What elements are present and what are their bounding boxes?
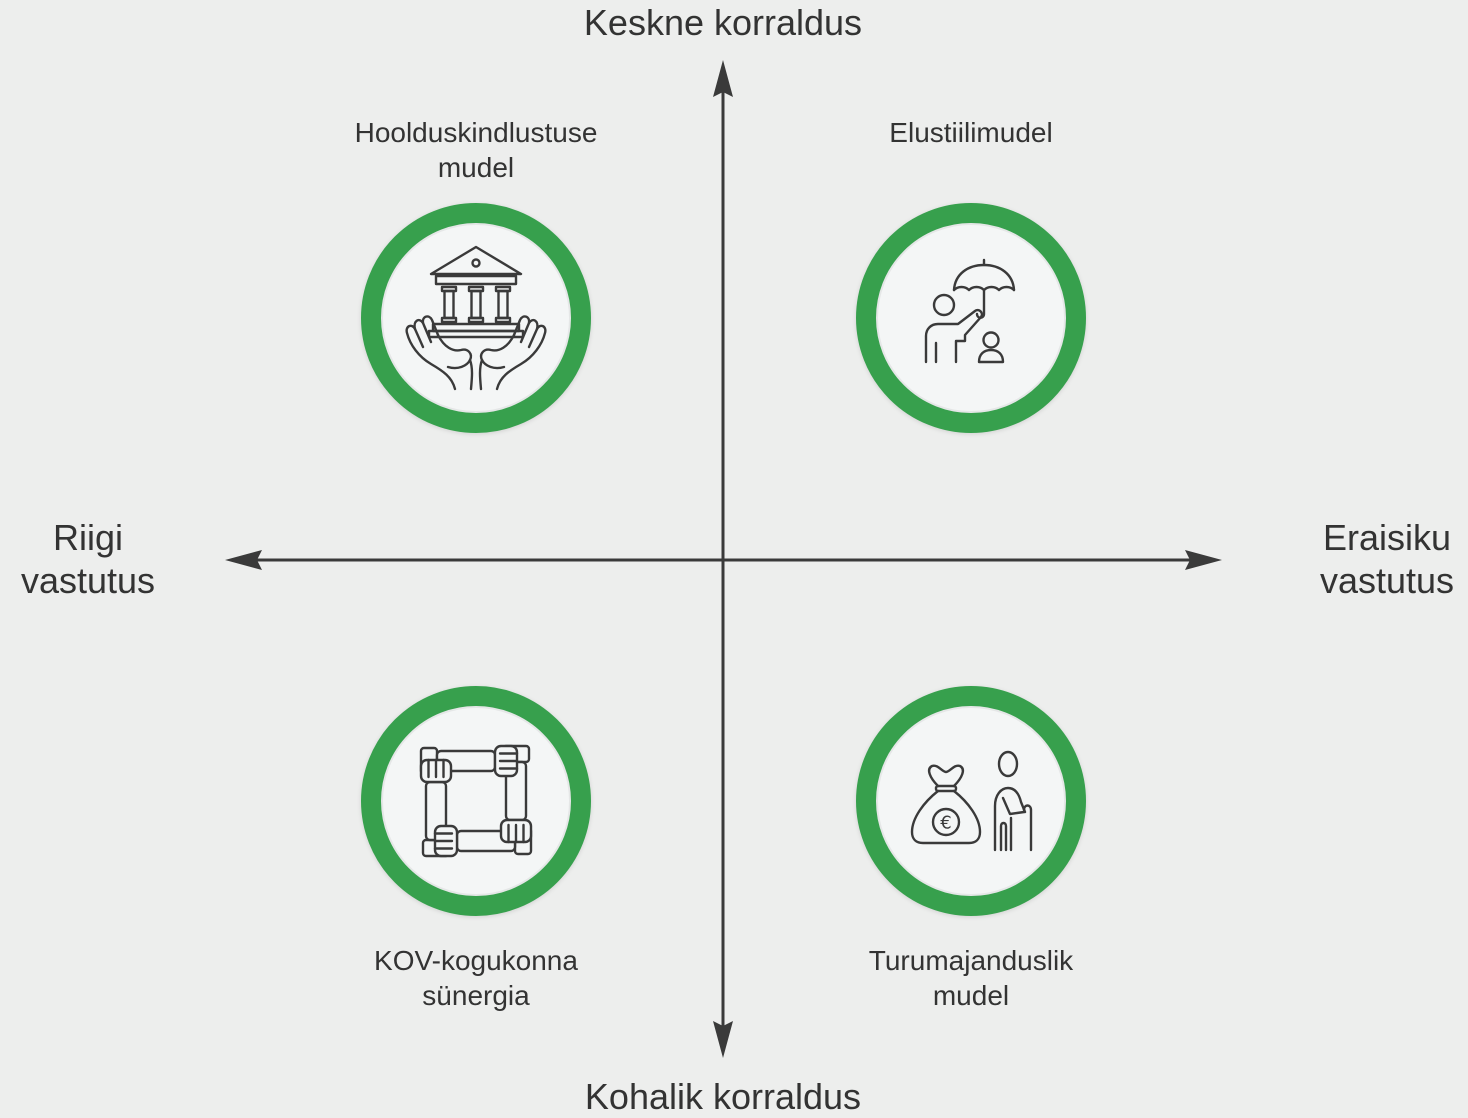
- column-base: [467, 316, 485, 324]
- thumb: [479, 333, 516, 370]
- arrow-up-icon: [713, 60, 733, 97]
- walking-cane: [1022, 804, 1033, 852]
- thumb: [436, 333, 473, 370]
- wrist: [468, 358, 474, 391]
- axis-label-left-line: vastutus: [20, 560, 156, 601]
- left-hand: [405, 315, 474, 391]
- adult-body: [924, 308, 984, 364]
- axis-label-top: Keskne korraldus: [583, 2, 863, 43]
- axis-label-left-line: Riigi: [52, 517, 123, 558]
- child-body: [977, 348, 1005, 364]
- finger-lines: [433, 832, 454, 850]
- arrow-right-icon: [1185, 550, 1222, 570]
- axis-label-right-line: Eraisiku: [1322, 517, 1452, 558]
- quadrant-badge-top-left: [361, 203, 591, 433]
- fists: [419, 744, 533, 858]
- adult-head: [932, 293, 956, 317]
- quadrant-label-line: mudel: [932, 980, 1010, 1011]
- fist: [493, 744, 519, 778]
- finger: [421, 315, 440, 337]
- finger-lines: [427, 758, 445, 779]
- bag-body: [910, 789, 982, 845]
- quadrant-label-bottom-left: KOV-kogukonna sünergia: [296, 943, 656, 1013]
- finger: [512, 315, 531, 337]
- right-hand: [478, 315, 547, 391]
- quadrant-label-top-right: Elustiilimudel: [791, 115, 1151, 150]
- elder-arm: [1001, 796, 1026, 816]
- money-bag-elderly-person-icon: €: [910, 750, 1033, 852]
- column-base: [440, 316, 458, 324]
- quadrant-label-line: Elustiilimudel: [889, 117, 1053, 148]
- building-step: [427, 329, 525, 339]
- quadrant-label-bottom-right: Turumajanduslik mudel: [791, 943, 1151, 1013]
- finger-lines: [507, 823, 525, 844]
- coin-circle: [931, 807, 961, 837]
- quadrant-label-line: Hoolduskindlustuse: [354, 117, 598, 148]
- axis-label-bottom: Kohalik korraldus: [584, 1076, 862, 1117]
- entablature: [434, 274, 518, 286]
- green-ring: [856, 686, 1086, 916]
- ring-inner-edge: [876, 706, 1066, 896]
- roof: [429, 245, 523, 276]
- child-head: [982, 331, 1000, 349]
- ring-inner-edge: [876, 223, 1066, 413]
- arrow-down-icon: [713, 1021, 733, 1058]
- ring-inner-edge: [381, 706, 571, 896]
- umbrella-protection-icon: [924, 258, 1016, 364]
- quadrant-badge-top-right: [856, 203, 1086, 433]
- fist: [419, 758, 453, 784]
- bag-tie: [934, 784, 958, 793]
- axis-label-right: Eraisiku vastutus: [1307, 516, 1467, 602]
- quadrant-label-top-left: Hoolduskindlustuse mudel: [296, 115, 656, 185]
- finger-lines: [498, 752, 519, 770]
- quadrant-badge-bottom-left: [361, 686, 591, 916]
- wrist: [478, 358, 484, 391]
- roof-emblem: [471, 258, 481, 268]
- arrow-left-icon: [225, 550, 262, 570]
- quadrant-label-line: Turumajanduslik: [868, 945, 1074, 976]
- ring-inner-edge: [381, 223, 571, 413]
- hand-outline: [495, 324, 547, 391]
- fist: [499, 818, 533, 844]
- elder-leg: [999, 821, 1008, 852]
- elder-head: [997, 750, 1019, 778]
- axis-label-right-line: vastutus: [1319, 560, 1455, 601]
- hand-outline: [405, 324, 457, 391]
- green-ring: [361, 686, 591, 916]
- green-ring: [856, 203, 1086, 433]
- quadrant-badge-bottom-right: €: [856, 686, 1086, 916]
- quadrant-label-line: mudel: [437, 152, 515, 183]
- fist: [433, 824, 459, 858]
- quadrant-label-line: KOV-kogukonna: [374, 945, 578, 976]
- column-base: [494, 316, 512, 324]
- quadrant-label-line: sünergia: [422, 980, 530, 1011]
- interlocked-hands-icon: [419, 744, 533, 858]
- bag-top: [927, 764, 965, 788]
- euro-symbol: €: [940, 813, 951, 834]
- bank-in-hands-icon: [405, 245, 547, 391]
- elder-body: [993, 786, 1027, 852]
- axis-label-left: Riigi vastutus: [8, 516, 168, 602]
